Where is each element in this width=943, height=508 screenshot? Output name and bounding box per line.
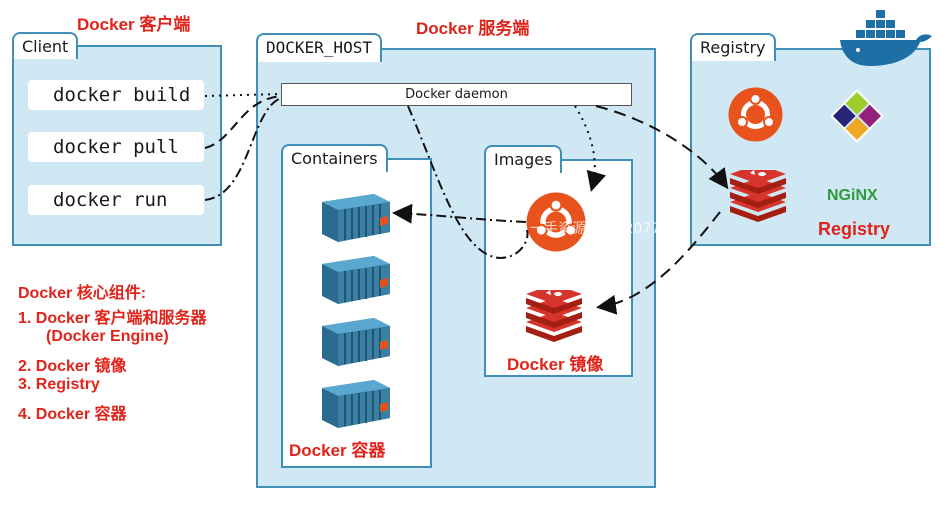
centos-icon bbox=[830, 89, 884, 143]
legend-item: (Docker Engine) bbox=[46, 328, 169, 345]
legend-title: Docker 核心组件: bbox=[18, 285, 147, 302]
ubuntu-icon bbox=[526, 192, 586, 252]
image-container-arrow bbox=[392, 203, 527, 224]
registry-tab: Registry bbox=[690, 33, 776, 61]
legend-item: 1. Docker 客户端和服务器 bbox=[18, 310, 207, 327]
daemon-build-arrow bbox=[574, 105, 607, 192]
docker-host-tab: DOCKER_HOST bbox=[256, 33, 382, 62]
images-caption: Docker 镜像 bbox=[507, 355, 604, 374]
containers-caption: Docker 容器 bbox=[289, 441, 386, 460]
shipping-container-icon bbox=[322, 380, 390, 428]
redis-icon bbox=[526, 290, 582, 342]
images-tab: Images bbox=[484, 145, 563, 173]
legend-item: 4. Docker 容器 bbox=[18, 406, 127, 423]
shipping-container-icon bbox=[322, 318, 390, 366]
command-docker-build[interactable]: docker build bbox=[28, 80, 204, 110]
images-panel bbox=[484, 159, 633, 377]
shipping-container-icon bbox=[322, 194, 390, 242]
daemon-registry-arrow bbox=[595, 105, 729, 190]
ubuntu-icon bbox=[728, 87, 783, 142]
build-arrow bbox=[204, 93, 282, 97]
command-docker-pull[interactable]: docker pull bbox=[28, 132, 204, 162]
client-tab: Client bbox=[12, 32, 79, 59]
registry-caption: Registry bbox=[818, 219, 891, 239]
redis-icon bbox=[730, 170, 786, 222]
nginx-logo: NGiNX bbox=[827, 187, 878, 204]
legend-item: 3. Registry bbox=[18, 376, 100, 393]
pull-arrow bbox=[204, 95, 282, 149]
run-arrow bbox=[204, 97, 282, 201]
containers-tab: Containers bbox=[281, 144, 388, 172]
docker-daemon: Docker daemon bbox=[281, 83, 632, 106]
legend-item: 2. Docker 镜像 bbox=[18, 358, 127, 375]
registry-image-arrow bbox=[596, 211, 721, 315]
shipping-container-icon bbox=[322, 256, 390, 304]
host-heading: Docker 服务端 bbox=[416, 19, 530, 38]
daemon-run-arrow bbox=[407, 105, 529, 260]
command-docker-run[interactable]: docker run bbox=[28, 185, 204, 215]
docker-whale-logo bbox=[840, 10, 932, 66]
registry-panel bbox=[690, 48, 931, 246]
client-heading: Docker 客户端 bbox=[77, 15, 191, 34]
watermark-text: 一手资源加Q:1207706... bbox=[530, 221, 692, 237]
